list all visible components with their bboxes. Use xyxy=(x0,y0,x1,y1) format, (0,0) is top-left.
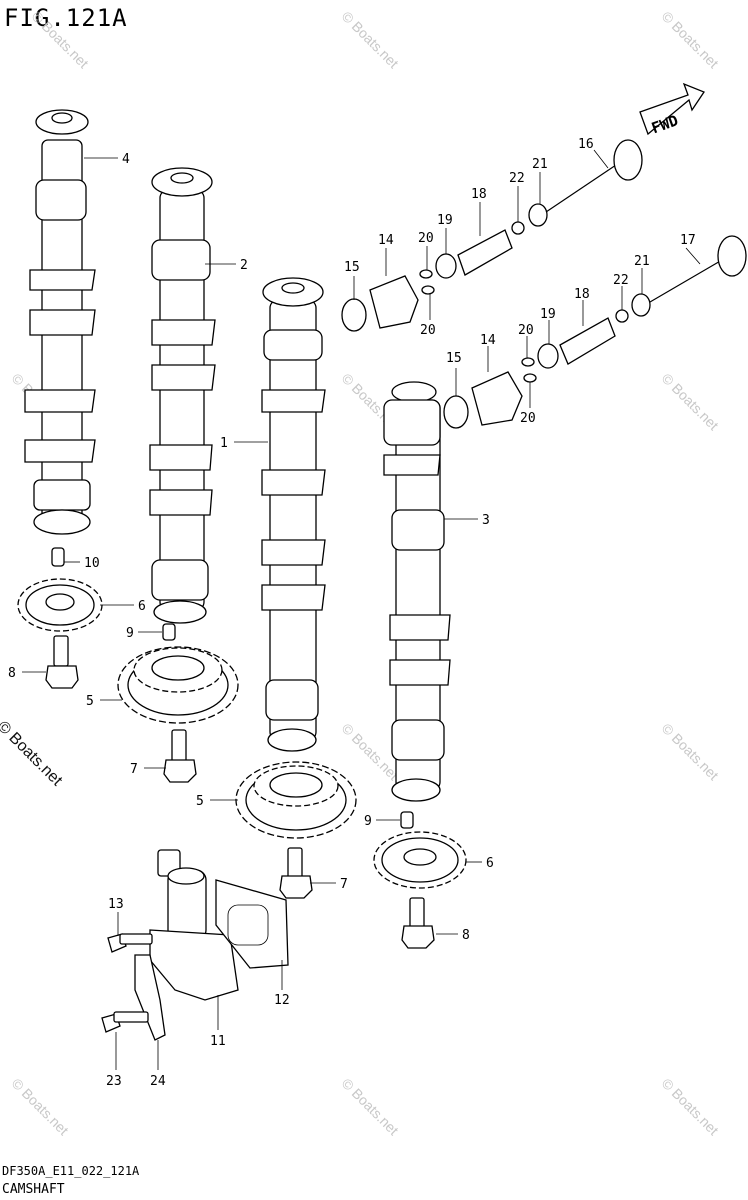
bolt-8-left xyxy=(45,635,79,689)
seal-22-lower xyxy=(615,309,629,323)
callout-3: 3 xyxy=(482,513,490,528)
callout-4: 4 xyxy=(122,152,130,167)
bracket-24 xyxy=(134,954,166,1041)
callout-19-lower: 19 xyxy=(540,307,556,322)
shim-15-upper xyxy=(341,298,367,332)
callout-5-left: 5 xyxy=(86,694,94,709)
fwd-arrow: FWD xyxy=(639,82,705,137)
valve-17-head xyxy=(717,235,747,277)
callout-14-upper: 14 xyxy=(378,233,394,248)
callout-9-right: 9 xyxy=(364,814,372,829)
callout-21-lower: 21 xyxy=(634,254,650,269)
cotter-20-upper-b xyxy=(421,285,435,295)
callout-20-upper-b: 20 xyxy=(420,323,436,338)
camshaft-2 xyxy=(149,167,216,624)
sprocket-6-right xyxy=(373,831,467,889)
seal-22-upper xyxy=(511,221,525,235)
callout-17: 17 xyxy=(680,233,696,248)
callout-22-lower: 22 xyxy=(613,273,629,288)
retainer-19-lower xyxy=(537,343,559,369)
retainer-19-upper xyxy=(435,253,457,279)
camshaft-4 xyxy=(24,109,96,535)
callout-11: 11 xyxy=(210,1034,226,1049)
callout-9-left: 9 xyxy=(126,626,134,641)
callout-23: 23 xyxy=(106,1074,122,1089)
valve-train-upper xyxy=(341,139,643,332)
spring-18-lower xyxy=(559,317,616,365)
tappet-14-upper xyxy=(369,275,419,329)
callout-8-left: 8 xyxy=(8,666,16,681)
valve-17-stem xyxy=(649,259,723,303)
callout-2: 2 xyxy=(240,258,248,273)
callout-20-lower-a: 20 xyxy=(518,323,534,338)
shim-15-lower xyxy=(443,395,469,429)
callout-20-lower-b: 20 xyxy=(520,411,536,426)
callout-14-lower: 14 xyxy=(480,333,496,348)
bolt-7-center xyxy=(279,847,313,899)
callout-15-lower: 15 xyxy=(446,351,462,366)
cotter-20-lower-a xyxy=(521,357,535,367)
pin-10 xyxy=(51,547,65,567)
callout-20-upper-a: 20 xyxy=(418,231,434,246)
seat-21-upper xyxy=(528,203,548,227)
sprocket-6-left xyxy=(17,578,103,632)
callout-13: 13 xyxy=(108,897,124,912)
pin-9-left xyxy=(162,623,176,641)
leader-lines xyxy=(22,149,701,1070)
bolt-8-right xyxy=(401,897,435,949)
bolt-7-left xyxy=(163,729,197,783)
bolt-23 xyxy=(101,1011,149,1033)
tappet-14-lower xyxy=(471,371,523,426)
camshaft-1 xyxy=(261,277,326,752)
callout-18-upper: 18 xyxy=(471,187,487,202)
diagram-title: CAMSHAFT xyxy=(2,1182,65,1197)
diagram-code: DF350A_E11_022_121A xyxy=(2,1164,140,1178)
pin-9-right xyxy=(400,811,414,829)
callout-7-left: 7 xyxy=(130,762,138,777)
callout-8-right: 8 xyxy=(462,928,470,943)
valve-train-lower xyxy=(443,235,747,429)
gasket-12 xyxy=(215,879,289,969)
callout-22-upper: 22 xyxy=(509,171,525,186)
callout-21-upper: 21 xyxy=(532,157,548,172)
callout-numbers: 4 2 1 3 10 6 9 8 5 7 5 7 9 6 8 13 12 11 … xyxy=(8,137,696,1089)
bolt-13 xyxy=(107,933,153,953)
callout-1: 1 xyxy=(220,436,228,451)
oil-control-valve-11 xyxy=(149,849,239,1001)
sprocket-5-left xyxy=(117,646,239,724)
callout-19-upper: 19 xyxy=(437,213,453,228)
cotter-20-lower-b xyxy=(523,373,537,383)
callout-15-upper: 15 xyxy=(344,260,360,275)
callout-6-left: 6 xyxy=(138,599,146,614)
valve-16-stem xyxy=(545,164,617,213)
callout-10: 10 xyxy=(84,556,100,571)
sprocket-5-center xyxy=(235,761,357,839)
callout-16: 16 xyxy=(578,137,594,152)
callout-12: 12 xyxy=(274,993,290,1008)
figure-title: FIG.121A xyxy=(4,4,128,32)
callout-24: 24 xyxy=(150,1074,166,1089)
seat-21-lower xyxy=(631,293,651,317)
cotter-20-upper-a xyxy=(419,269,433,279)
callout-7-center: 7 xyxy=(340,877,348,892)
spring-18-upper xyxy=(457,229,513,276)
callout-18-lower: 18 xyxy=(574,287,590,302)
callout-5-center: 5 xyxy=(196,794,204,809)
callout-6-right: 6 xyxy=(486,856,494,871)
camshaft-3 xyxy=(383,381,451,802)
valve-16-head xyxy=(613,139,643,181)
